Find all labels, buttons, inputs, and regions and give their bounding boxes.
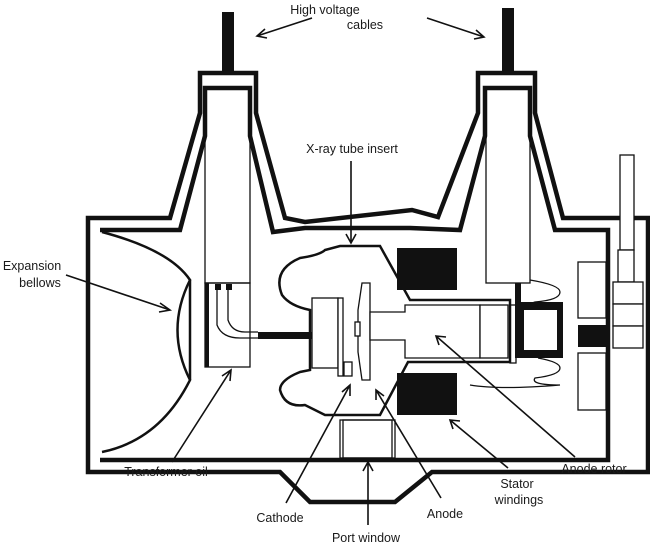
arrow-to-tube-insert [345, 161, 357, 245]
rotor-bellows-top [529, 279, 561, 307]
connector-pin-2 [226, 284, 232, 290]
arrow-to-stator-windings [448, 419, 509, 469]
connector-pin-1 [215, 284, 221, 290]
anode-disc [357, 282, 371, 381]
cathode-filament-cup [343, 361, 353, 377]
connector-wire-2 [227, 290, 258, 333]
xray-tube-insert-envelope [278, 244, 512, 417]
rotor-bellows-bottom [469, 357, 561, 389]
arrow-to-port-window [362, 460, 374, 525]
label-cathode: Cathode [256, 511, 303, 525]
switch-block-2 [612, 303, 644, 327]
port-window-inner [342, 419, 393, 459]
left-high-voltage-cable [222, 12, 234, 72]
switch-block-1 [612, 281, 644, 305]
label-expansion-bellows-1: Expansion [3, 259, 61, 273]
connector-side-bar [205, 283, 209, 367]
label-anode-rotor: Anode rotor [561, 462, 626, 476]
expansion-bellows [101, 230, 192, 454]
switch-rod-base [617, 249, 635, 283]
cathode-plate [337, 297, 344, 377]
right-high-voltage-cable [502, 8, 514, 72]
anode-target [354, 321, 361, 337]
arrow-to-left-cable [255, 17, 313, 39]
terminal-contact [578, 325, 610, 347]
label-xray-tube-insert: X-ray tube insert [306, 142, 398, 156]
arrow-to-anode-rotor [434, 335, 576, 458]
switch-rod [619, 154, 635, 251]
arrow-to-cathode [285, 383, 351, 504]
connector-wire-1 [216, 290, 258, 339]
rotor-bearing-housing [515, 283, 563, 358]
label-high-voltage-cables-2: cables [347, 18, 383, 32]
anode-stem [369, 304, 481, 359]
label-port-window: Port window [332, 531, 401, 545]
terminal-block-upper [577, 261, 607, 319]
label-high-voltage-cables-1: High voltage [290, 3, 360, 17]
label-anode: Anode [427, 507, 463, 521]
right-cable-socket [485, 87, 531, 284]
label-stator-windings-2: windings [494, 493, 544, 507]
stator-winding-bottom [397, 373, 457, 415]
arrow-to-bellows [65, 274, 173, 313]
label-transformer-oil: Transformer oil [124, 465, 208, 479]
housing-outer-wall [85, 70, 650, 505]
switch-block-3 [612, 325, 644, 349]
cathode-block [311, 297, 339, 369]
anode-rotor-end [479, 304, 509, 359]
stator-winding-top [397, 248, 457, 290]
port-window [339, 419, 396, 459]
arrow-to-transformer-oil [171, 368, 232, 463]
left-cable-socket [204, 87, 251, 284]
arrow-to-anode [375, 388, 442, 499]
arrow-to-right-cable [426, 17, 486, 40]
cathode-cable-conductor [258, 332, 312, 339]
label-expansion-bellows-2: bellows [19, 276, 61, 290]
terminal-block-lower [577, 352, 607, 411]
label-stator-windings-1: Stator [500, 477, 533, 491]
